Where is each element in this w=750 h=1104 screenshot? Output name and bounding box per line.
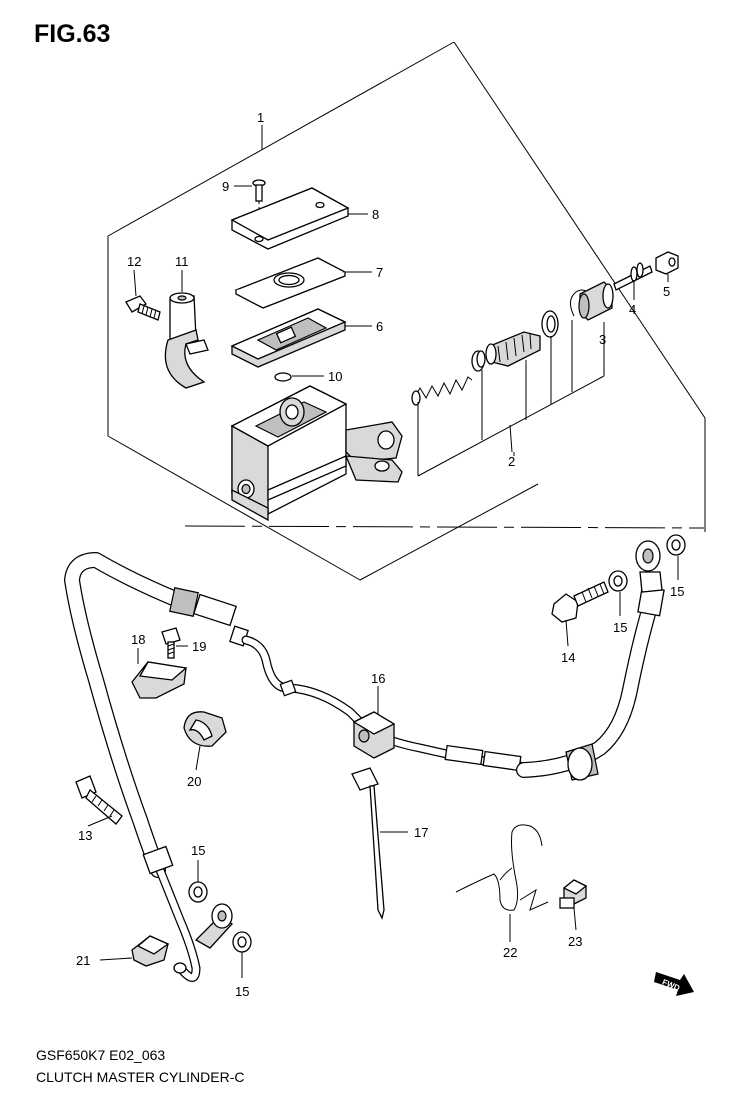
reservoir-cap xyxy=(230,187,350,250)
callout-16: 16 xyxy=(371,671,385,686)
callout-1: 1 xyxy=(257,110,264,125)
union-bolt-lower xyxy=(75,775,123,825)
wire-guide xyxy=(455,824,549,911)
callout-6: 6 xyxy=(376,319,383,334)
callout-3: 3 xyxy=(599,332,606,347)
push-rod xyxy=(613,262,653,291)
piston xyxy=(485,331,541,367)
callout-10: 10 xyxy=(328,369,342,384)
union-bolt-upper xyxy=(551,581,609,623)
lock-nut xyxy=(655,251,679,275)
diagram-title: CLUTCH MASTER CYLINDER-C xyxy=(36,1069,244,1085)
diaphragm xyxy=(230,308,347,368)
diaphragm-plate xyxy=(234,257,347,309)
clutch-hose-right xyxy=(516,540,665,781)
callout-2: 2 xyxy=(508,454,515,469)
hose-clamp-bracket xyxy=(131,661,188,699)
callout-19: 19 xyxy=(192,639,206,654)
clutch-pipe xyxy=(241,635,525,772)
callout-15-upper-b: 15 xyxy=(670,584,684,599)
forward-direction-badge: FWD xyxy=(654,972,694,996)
callout-13: 13 xyxy=(78,828,92,843)
callout-15-upper-a: 15 xyxy=(613,620,627,635)
callout-labels: 1 2 3 4 5 6 7 8 9 10 11 12 13 14 15 15 1… xyxy=(76,110,684,999)
washer-upper-a xyxy=(608,570,628,592)
callout-9: 9 xyxy=(222,179,229,194)
piston-spring xyxy=(411,376,473,406)
callout-17: 17 xyxy=(414,825,428,840)
washer-lower-a xyxy=(188,881,208,903)
callout-21: 21 xyxy=(76,953,90,968)
model-code: GSF650K7 E02_063 xyxy=(36,1047,165,1063)
callout-22: 22 xyxy=(503,945,517,960)
hose-fitting-upper xyxy=(169,587,249,647)
callout-5: 5 xyxy=(663,284,670,299)
lower-hose-clamp xyxy=(131,935,170,967)
callout-11: 11 xyxy=(175,254,189,269)
piston-kit-bracket xyxy=(417,320,605,477)
callout-23: 23 xyxy=(568,934,582,949)
piston-seal xyxy=(541,310,559,338)
callout-14: 14 xyxy=(561,650,575,665)
callout-20: 20 xyxy=(187,774,201,789)
hose-clip xyxy=(183,711,227,747)
master-cylinder-body xyxy=(230,385,403,522)
push-rod-boot xyxy=(578,281,614,321)
figure-label: FIG.63 xyxy=(34,20,110,48)
piston-cup xyxy=(471,350,486,372)
washer-lower-b xyxy=(232,931,252,953)
washer-upper-b xyxy=(666,534,686,556)
callout-18: 18 xyxy=(131,632,145,647)
cable-tie xyxy=(351,767,385,920)
callout-4: 4 xyxy=(629,302,636,317)
bracket-bolt xyxy=(161,627,181,659)
leader-lines xyxy=(87,125,679,978)
guide-bolt xyxy=(559,879,588,909)
callout-15-lower-b: 15 xyxy=(235,984,249,999)
clutch-hose xyxy=(64,552,233,982)
small-o-ring xyxy=(274,372,292,382)
pipe-clamp xyxy=(352,711,396,759)
callout-15-lower-a: 15 xyxy=(191,843,205,858)
callout-12: 12 xyxy=(127,254,141,269)
clamp-bolt xyxy=(125,295,161,321)
callout-7: 7 xyxy=(376,265,383,280)
cap-screw xyxy=(252,179,266,236)
assembly-boundary xyxy=(107,41,706,581)
handlebar-clamp xyxy=(164,292,209,389)
callout-8: 8 xyxy=(372,207,379,222)
